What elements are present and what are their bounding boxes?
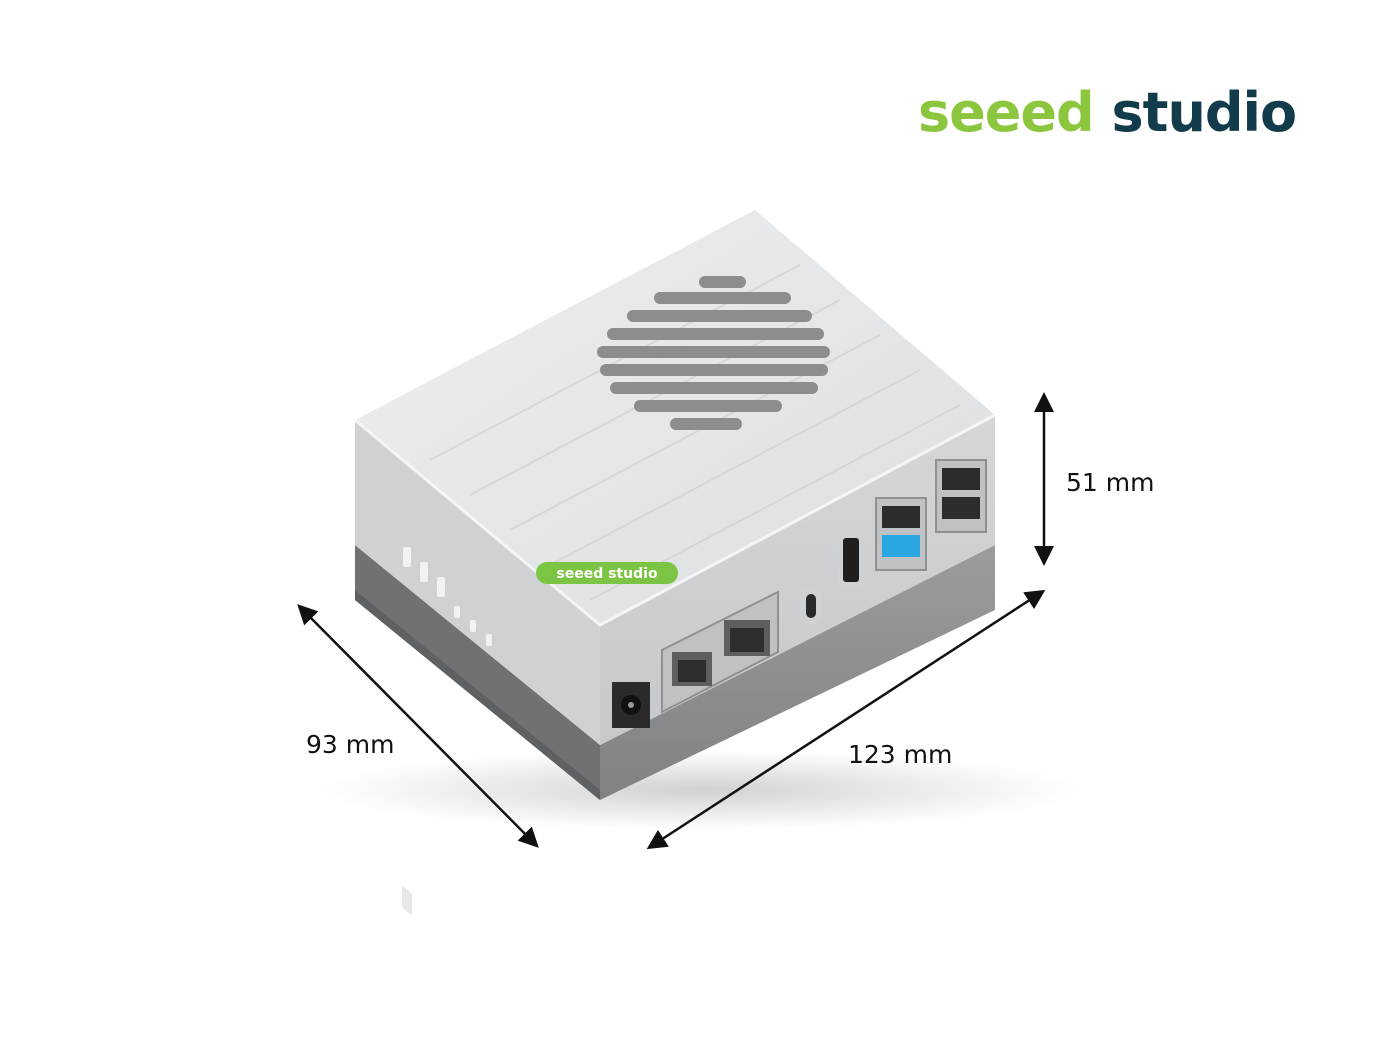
brand-logo: seeed studio bbox=[918, 86, 1297, 140]
height-label: 51 mm bbox=[1066, 468, 1155, 497]
case-badge: seeed studio bbox=[536, 562, 678, 584]
depth-arrow bbox=[297, 604, 539, 848]
case-top bbox=[355, 210, 995, 625]
width-arrow bbox=[646, 589, 1046, 850]
top-vent-grille bbox=[597, 276, 830, 430]
usb2-ports bbox=[935, 459, 987, 533]
brand-logo-seeed: seeed bbox=[918, 81, 1095, 144]
floor-shadow bbox=[320, 750, 1080, 830]
case-badge-text: seeed studio bbox=[556, 566, 658, 582]
depth-label: 93 mm bbox=[306, 730, 395, 759]
side-vents bbox=[402, 886, 412, 915]
brand-logo-studio: studio bbox=[1111, 81, 1297, 144]
usb3-ports bbox=[875, 497, 927, 571]
width-label: 123 mm bbox=[848, 740, 953, 769]
